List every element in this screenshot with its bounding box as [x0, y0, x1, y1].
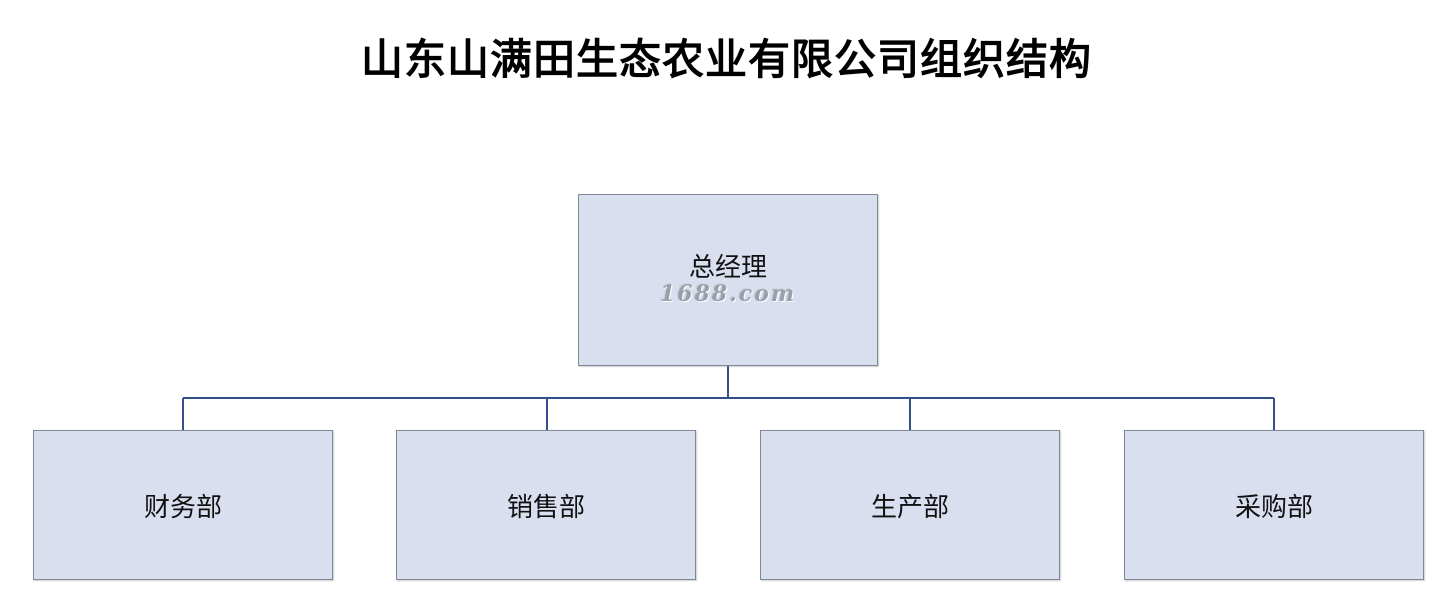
node-finance-department: 财务部 [33, 430, 333, 580]
node-purchasing-department: 采购部 [1124, 430, 1424, 580]
node-general-manager-label: 总经理 [688, 253, 767, 283]
node-production-department-label: 生产部 [870, 492, 949, 523]
chart-title: 山东山满田生态农业有限公司组织结构 [360, 35, 1092, 84]
node-purchasing-department-label: 采购部 [1234, 492, 1313, 523]
node-general-manager: 总经理 1688.com [578, 194, 878, 366]
node-sales-department-label: 销售部 [506, 492, 585, 523]
node-finance-department-label: 财务部 [143, 492, 222, 523]
node-production-department: 生产部 [760, 430, 1060, 580]
node-sales-department: 销售部 [396, 430, 696, 580]
watermark-1688: 1688.com [659, 281, 797, 307]
